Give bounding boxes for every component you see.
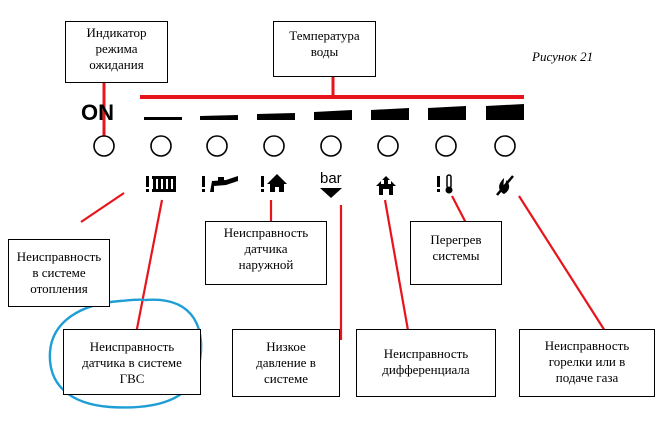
overheat-label: Перегрев системы: [410, 221, 502, 285]
temp-segment-5: [371, 108, 409, 120]
low-pressure-label: Низкое давление в системе: [232, 329, 340, 397]
burner-gas-fault-icon: [496, 175, 514, 196]
temp-segment-3: [257, 113, 295, 120]
bar-label: bar: [320, 170, 342, 187]
led-5: [377, 135, 399, 157]
temp-segment-2: [200, 115, 238, 120]
standby-indicator-label: Индикатор режима ожидания: [65, 21, 168, 83]
overheat-leader: [451, 195, 467, 224]
led-7: [494, 135, 516, 157]
dhw-sensor-leader: [133, 199, 164, 340]
heating-fault-leader: [80, 192, 125, 223]
overheat-icon: [437, 174, 453, 194]
led-6: [435, 135, 457, 157]
water-temp-label: Температура воды: [273, 21, 376, 77]
led-4: [320, 135, 342, 157]
burner-gas-fault-label: Неисправность горелки или в подаче газа: [519, 329, 655, 397]
dhw-sensor-fault-label: Неисправность датчика в системе ГВС: [63, 329, 201, 395]
outdoor-sensor-fault-icon: [261, 174, 287, 192]
led-3: [263, 135, 285, 157]
heating-fault-icon: [146, 176, 176, 192]
led-1: [150, 135, 172, 157]
burner-gas-leader: [518, 195, 606, 332]
low-pressure-icon: bar: [320, 170, 342, 198]
on-label: ON: [81, 100, 114, 125]
figure-caption: Рисунок 21: [532, 49, 594, 64]
temp-segment-6: [428, 106, 466, 120]
temp-segment-1: [144, 117, 182, 120]
led-2: [206, 135, 228, 157]
differential-fault-label: Неисправность дифференциала: [356, 329, 496, 397]
differential-leader: [383, 199, 411, 337]
temp-segment-4: [314, 110, 352, 120]
led-standby: [93, 135, 115, 157]
temp-segment-7: [486, 104, 524, 120]
dhw-sensor-fault-icon: [202, 176, 238, 192]
differential-fault-icon: [376, 176, 396, 195]
outdoor-sensor-fault-label: Неисправность датчика наружной: [205, 221, 327, 285]
heating-fault-label: Неисправность в системе отопления: [8, 239, 110, 307]
